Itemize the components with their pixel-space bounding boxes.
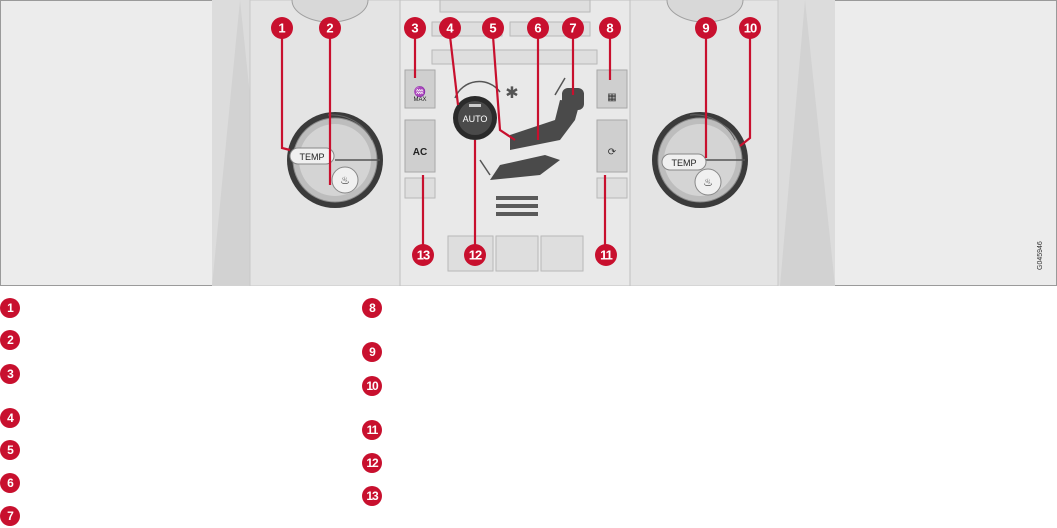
- left-temp-knob: TEMP ♨: [287, 112, 383, 208]
- max-label: MAX: [413, 97, 426, 103]
- climate-control-panel-illustration: TEMP ♨ TEMP ♨ AUTO ✱ MAX ♒ AC ▦ ⟳ G04: [0, 0, 1057, 286]
- svg-text:9: 9: [702, 21, 709, 36]
- callout-11: 11: [595, 244, 617, 266]
- legend-number-badge: 6: [0, 473, 20, 493]
- svg-text:3: 3: [411, 21, 418, 36]
- auto-fan-knob: AUTO ✱: [453, 80, 519, 140]
- legend-number-badge: 2: [0, 330, 20, 350]
- svg-text:7: 7: [569, 21, 576, 36]
- callout-2: 2: [319, 17, 341, 39]
- callout-13: 13: [412, 244, 434, 266]
- ac-label: AC: [413, 147, 427, 158]
- legend-item-3: 3: [0, 364, 20, 384]
- callout-10: 10: [739, 17, 761, 39]
- callout-3: 3: [404, 17, 426, 39]
- seat-heat-icon-left: ♨: [340, 175, 350, 187]
- legend-item-7: 7: [0, 506, 20, 526]
- callout-9: 9: [695, 17, 717, 39]
- left-temp-label: TEMP: [299, 152, 324, 162]
- callout-4: 4: [439, 17, 461, 39]
- fan-icon: ✱: [505, 85, 518, 102]
- legend-item-4: 4: [0, 408, 20, 428]
- callout-6: 6: [527, 17, 549, 39]
- svg-text:5: 5: [489, 21, 496, 36]
- legend-number-badge: 9: [362, 342, 382, 362]
- windshield-defrost-icon: ♒: [414, 85, 426, 98]
- svg-text:13: 13: [417, 248, 430, 263]
- legend-item-13: 13: [362, 486, 382, 506]
- seat-heat-icon-right: ♨: [703, 177, 713, 189]
- svg-text:1: 1: [278, 21, 285, 36]
- svg-text:8: 8: [606, 21, 613, 36]
- legend-number-badge: 1: [0, 298, 20, 318]
- legend-number-badge: 7: [0, 506, 20, 526]
- callout-7: 7: [562, 17, 584, 39]
- callout-8: 8: [599, 17, 621, 39]
- callout-1: 1: [271, 17, 293, 39]
- legend-number-badge: 13: [362, 486, 382, 506]
- right-temp-knob: TEMP ♨: [652, 112, 748, 208]
- legend-number-badge: 4: [0, 408, 20, 428]
- legend-item-8: 8: [362, 298, 382, 318]
- legend-number-badge: 11: [362, 420, 382, 440]
- legend-item-9: 9: [362, 342, 382, 362]
- recirculation-icon: ⟳: [608, 147, 617, 158]
- legend-item-11: 11: [362, 420, 382, 440]
- right-temp-label: TEMP: [671, 158, 696, 168]
- callout-12: 12: [464, 244, 486, 266]
- air-distribution-controls: [479, 77, 584, 180]
- svg-text:6: 6: [534, 21, 541, 36]
- legend-item-6: 6: [0, 473, 20, 493]
- legend-item-2: 2: [0, 330, 20, 350]
- svg-text:2: 2: [326, 21, 333, 36]
- legend-number-badge: 5: [0, 440, 20, 460]
- svg-text:11: 11: [600, 248, 613, 263]
- figure-reference-code: G045946: [1037, 241, 1044, 270]
- legend-number-badge: 3: [0, 364, 20, 384]
- svg-text:4: 4: [446, 21, 454, 36]
- legend-item-12: 12: [362, 453, 382, 473]
- legend-item-1: 1: [0, 298, 20, 318]
- auto-label: AUTO: [463, 114, 488, 124]
- rear-defrost-icon: ▦: [607, 92, 616, 103]
- svg-text:12: 12: [469, 248, 482, 263]
- legend-number-badge: 10: [362, 376, 382, 396]
- legend-number-badge: 8: [362, 298, 382, 318]
- legend-number-badge: 12: [362, 453, 382, 473]
- legend-item-10: 10: [362, 376, 382, 396]
- callout-5: 5: [482, 17, 504, 39]
- legend-item-5: 5: [0, 440, 20, 460]
- svg-text:10: 10: [744, 21, 757, 36]
